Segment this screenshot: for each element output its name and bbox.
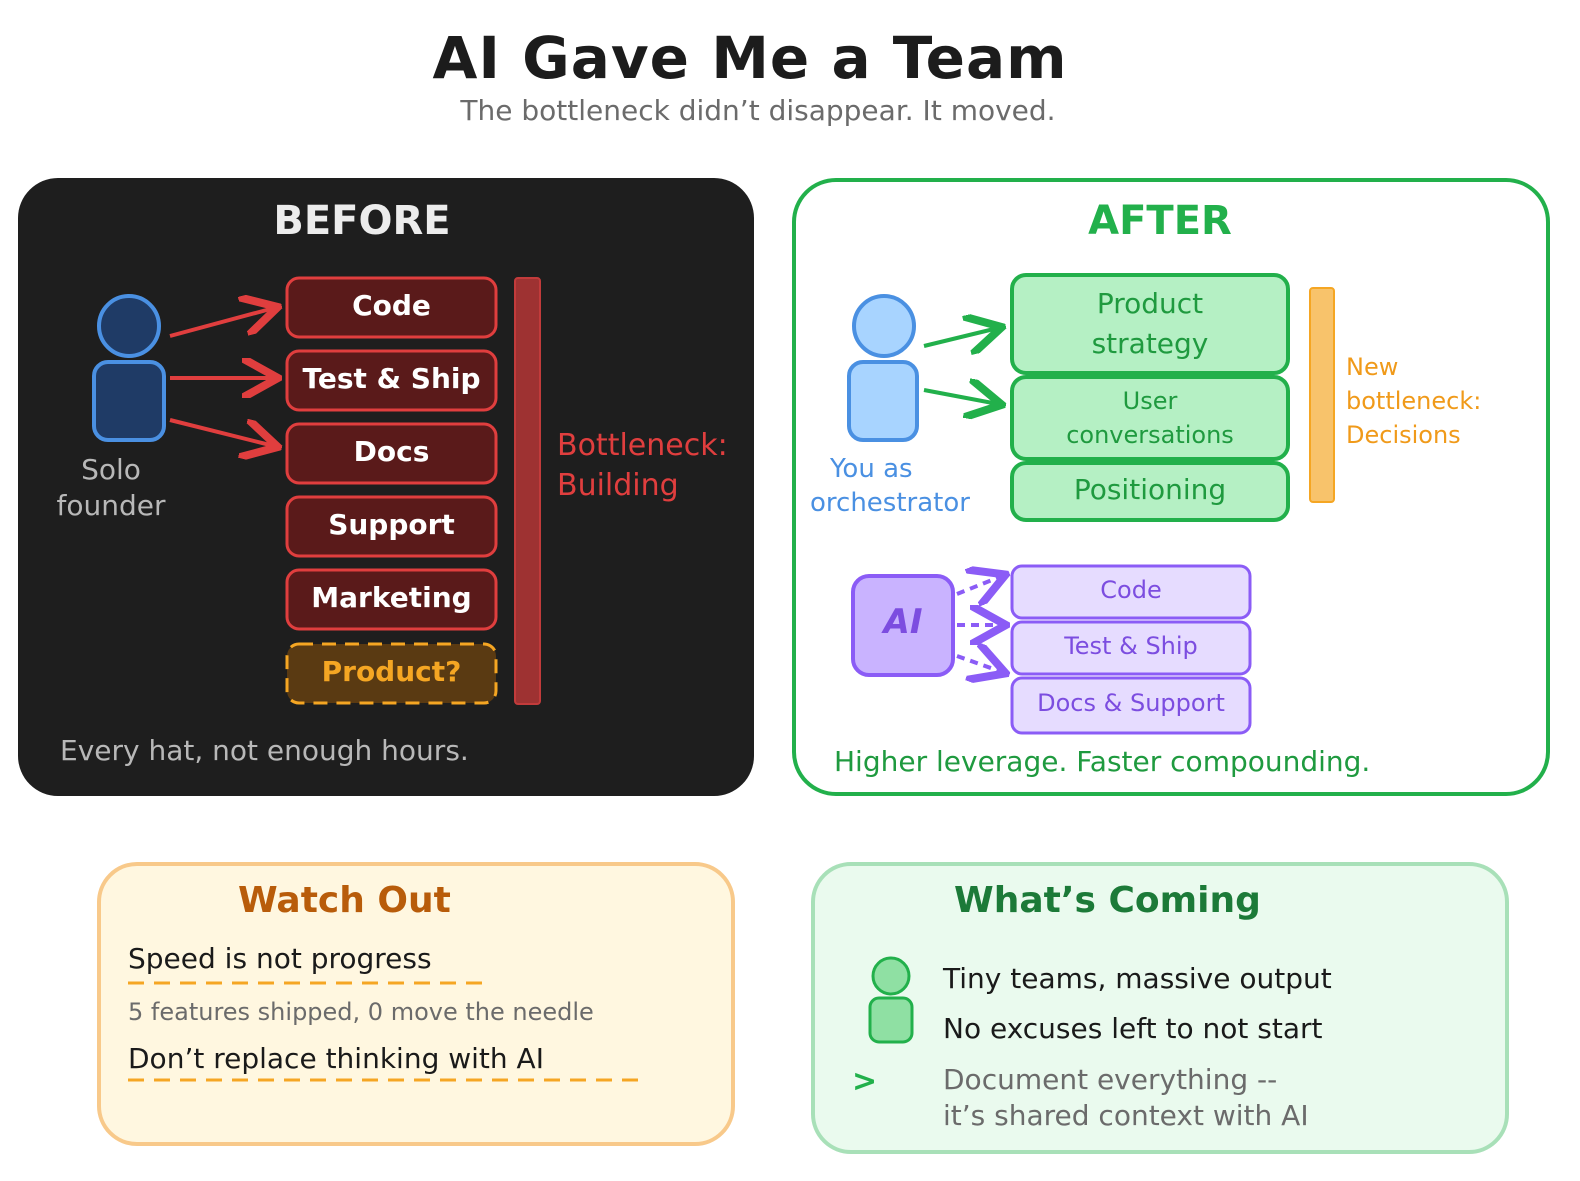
arrow-to-users — [923, 390, 998, 404]
watch-out-heading: Watch Out — [238, 880, 451, 921]
task-box-product — [285, 642, 498, 705]
ai-task-code-label: Code — [1100, 576, 1162, 604]
solo-founder-label-line2: founder — [56, 489, 166, 522]
solo-founder-icon — [92, 294, 166, 442]
bottleneck-decisions-line2: bottleneck: — [1346, 387, 1482, 415]
watch-item-speed: Speed is not progress — [128, 942, 432, 975]
box-user-conversations — [1010, 375, 1290, 461]
task-box-docs — [285, 422, 498, 485]
task-test-ship-label: Test & Ship — [302, 362, 481, 395]
positioning-label: Positioning — [1073, 473, 1227, 506]
user-conversations-line2: conversations — [1066, 421, 1234, 449]
watch-out-panel — [97, 862, 735, 1146]
task-marketing-label: Marketing — [311, 581, 472, 614]
ai-task-docs-support-label: Docs & Support — [1037, 689, 1225, 717]
arrow-to-code — [169, 308, 274, 338]
task-box-marketing — [285, 568, 498, 631]
task-box-code — [285, 276, 498, 339]
task-box-test-ship — [285, 349, 498, 412]
before-heading: BEFORE — [273, 198, 451, 244]
coming-item-document-line2: it’s shared context with AI — [943, 1099, 1309, 1132]
after-footer: Higher leverage. Faster compounding. — [834, 745, 1371, 778]
bottleneck-bar-building — [514, 277, 541, 705]
user-conversations-label: User conversations — [1012, 384, 1288, 452]
bottleneck-decisions-line1: New — [1346, 353, 1399, 381]
coming-item-document: Document everything -- it’s shared conte… — [943, 1062, 1309, 1134]
orchestrator-icon — [847, 294, 919, 442]
page-subtitle: The bottleneck didn’t disappear. It move… — [460, 94, 1056, 127]
ai-task-test-ship — [1010, 620, 1252, 676]
ai-task-test-ship-label: Test & Ship — [1064, 632, 1198, 660]
ai-label: AI — [883, 602, 923, 642]
bottleneck-decisions-line3: Decisions — [1346, 421, 1461, 449]
before-panel — [18, 178, 754, 796]
orchestrator-label: You as orchestrator — [810, 452, 970, 520]
arrow-to-docs — [169, 418, 274, 446]
product-strategy-line1: Product — [1096, 287, 1204, 320]
box-positioning — [1010, 461, 1290, 522]
watch-item-thinking: Don’t replace thinking with AI — [128, 1042, 544, 1075]
before-footer: Every hat, not enough hours. — [60, 734, 469, 767]
coming-item-tiny-teams: Tiny teams, massive output — [943, 962, 1332, 995]
task-product-label: Product? — [321, 655, 462, 688]
product-strategy-label: Product strategy — [1012, 284, 1288, 364]
user-conversations-line1: User — [1122, 387, 1178, 415]
after-heading: AFTER — [1088, 198, 1232, 244]
whats-coming-panel — [811, 862, 1509, 1154]
watch-item-speed-detail: 5 features shipped, 0 move the needle — [128, 998, 594, 1026]
whats-coming-heading: What’s Coming — [954, 880, 1261, 921]
bottleneck-decisions-label: New bottleneck: Decisions — [1346, 350, 1481, 452]
coming-item-no-excuses: No excuses left to not start — [943, 1012, 1323, 1045]
product-strategy-line2: strategy — [1091, 327, 1209, 360]
page-title: AI Gave Me a Team — [432, 24, 1068, 92]
bottleneck-building-label: Bottleneck: Building — [557, 426, 728, 506]
orchestrator-label-line2: orchestrator — [810, 488, 970, 518]
ai-task-docs-support — [1010, 676, 1252, 735]
task-code-label: Code — [352, 289, 431, 322]
ai-box — [851, 574, 955, 677]
bottleneck-bar-decisions — [1309, 287, 1335, 503]
box-product-strategy — [1010, 273, 1290, 375]
ai-task-code — [1010, 564, 1252, 620]
orchestrator-label-line1: You as — [830, 454, 913, 484]
arrow-ai-to-docs — [956, 656, 1002, 672]
tiny-team-person-icon — [868, 956, 914, 1044]
solo-founder-label: Solo founder — [46, 452, 176, 524]
bottleneck-building-line2: Building — [557, 468, 679, 503]
solo-founder-label-line1: Solo — [81, 453, 141, 486]
arrow-to-strategy — [923, 328, 998, 346]
bottleneck-building-line1: Bottleneck: — [557, 428, 728, 463]
coming-item-document-line1: Document everything -- — [943, 1063, 1278, 1096]
task-support-label: Support — [328, 508, 455, 541]
task-box-support — [285, 495, 498, 558]
chevron-right-icon: > — [852, 1064, 878, 1099]
task-docs-label: Docs — [353, 435, 430, 468]
